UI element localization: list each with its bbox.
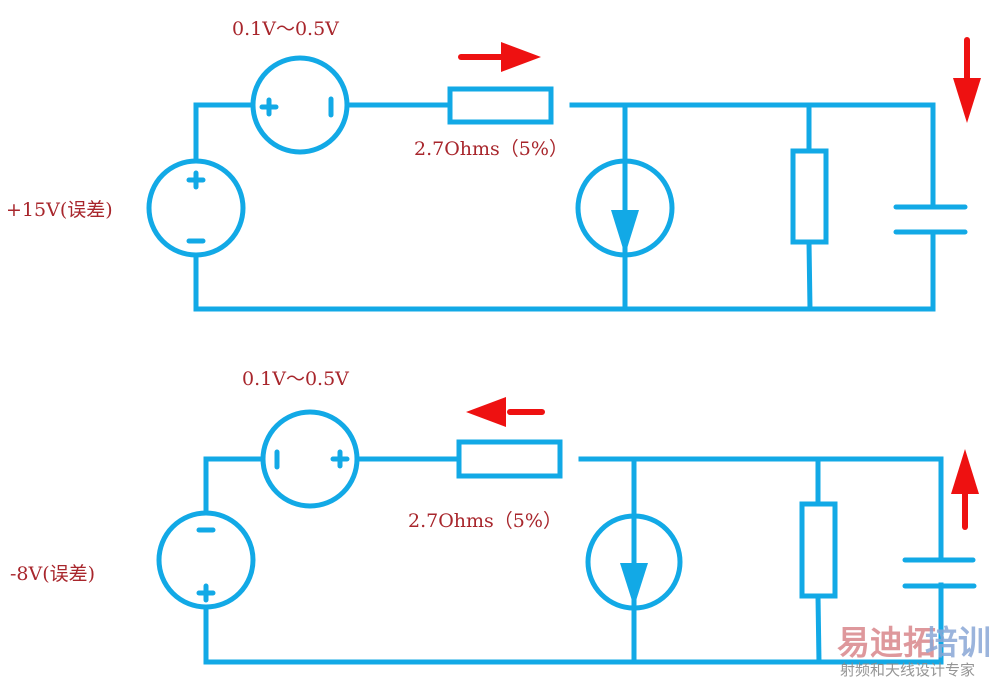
watermark-brand-part2: 培训: [925, 623, 991, 662]
resistor-top-load: [790, 148, 829, 245]
wire-top-left-upper: [193, 102, 255, 165]
label-top-main-source: +15V(误差): [6, 199, 113, 221]
wire-top-ground: [193, 252, 936, 312]
current-source-bottom-arrow-icon: [620, 563, 648, 607]
resistor-bottom-load: [799, 501, 838, 599]
wire-top-load-lower: [806, 239, 813, 312]
watermark: 易迪拓 培训 射频和天线设计专家: [837, 623, 991, 679]
circuit-bottom: 0.1V～0.5V -8V(误差) 2.7Ohms（5%）: [10, 368, 979, 665]
current-direction-arrow-left-icon: [466, 397, 545, 427]
capacitor-bottom: [902, 557, 977, 589]
wire-bottom-load-lower: [815, 593, 822, 665]
circuit-top: 0.1V～0.5V +15V(误差) 2.7Ohms（5%）: [6, 18, 981, 312]
wire-bottom-rail: [578, 456, 944, 561]
voltage-source-bottom-series: [260, 409, 360, 509]
current-source-top-arrow-icon: [611, 210, 639, 255]
capacitor-top: [893, 204, 968, 235]
voltage-source-bottom-main: [156, 510, 256, 610]
resistor-top-series: [447, 86, 554, 125]
label-bottom-main-source: -8V(误差): [10, 563, 95, 585]
plus-sign-bottom-main: [196, 583, 216, 603]
plus-sign-bottom-series: [330, 449, 350, 469]
label-top-resistor: 2.7Ohms（5%）: [414, 138, 568, 160]
wire-bottom-left-upper: [203, 456, 265, 516]
wire-top-rail: [569, 102, 936, 210]
current-direction-arrow-right-icon: [458, 42, 541, 72]
label-top-series-source: 0.1V～0.5V: [232, 18, 339, 40]
voltage-source-top-main: [146, 158, 246, 258]
watermark-tagline: 射频和天线设计专家: [840, 661, 975, 679]
label-bottom-resistor: 2.7Ohms（5%）: [408, 510, 562, 532]
plus-sign-top-main: [186, 170, 206, 190]
voltage-source-top-series: [250, 55, 350, 155]
plus-sign-top-series: [259, 97, 279, 117]
resistor-bottom-series: [456, 439, 563, 479]
watermark-brand-part1: 易迪拓: [837, 623, 936, 662]
capacitor-voltage-arrow-down-icon: [953, 37, 981, 123]
wire-bottom-ground: [203, 604, 944, 665]
capacitor-voltage-arrow-up-icon: [951, 449, 979, 530]
label-bottom-series-source: 0.1V～0.5V: [242, 368, 349, 390]
